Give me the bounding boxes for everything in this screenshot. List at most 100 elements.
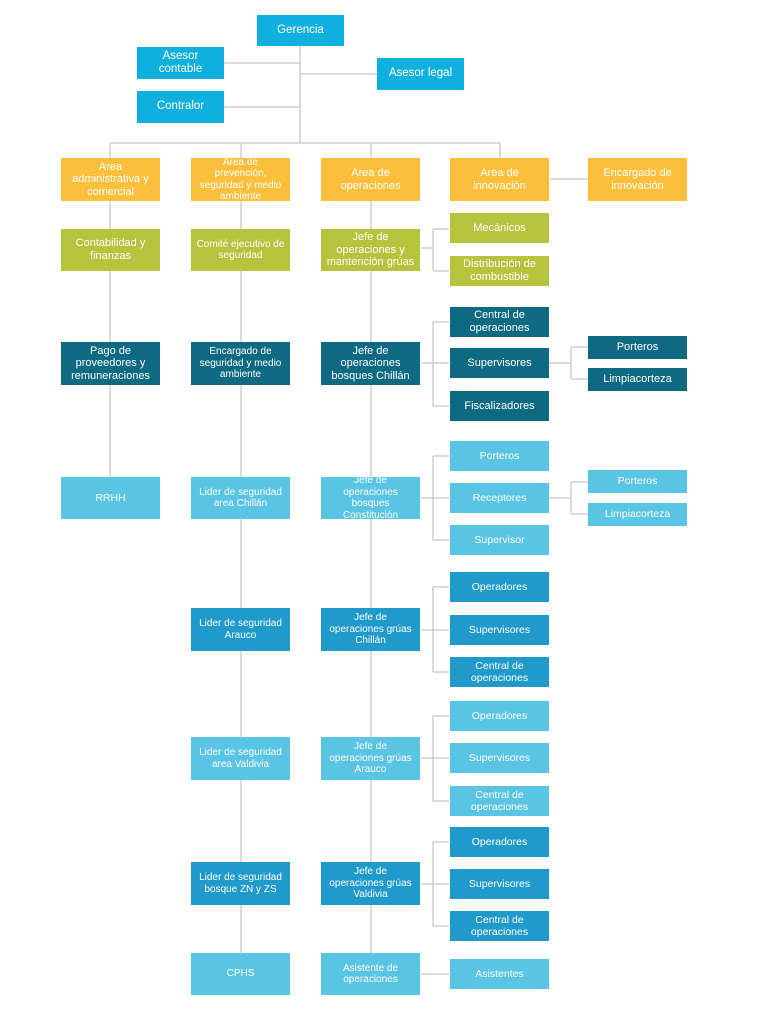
node-encargado-innovacion: Encargado de innovación [588,158,687,201]
node-comite-ejecutivo: Comité ejecutivo de seguridad [191,229,290,271]
node-jefe-bosques-chillan: Jefe de operaciones bosques Chillán [321,342,420,385]
node-label: Limpiacorteza [604,508,671,521]
node-central-operaciones-1: Central de operaciones [450,307,549,337]
node-area-administrativa: Area administrativa y comercial [61,158,160,201]
node-jefe-bosques-constitucion: Jefe de operaciones bosques Constitución [321,475,420,521]
node-label: Porteros [479,449,520,462]
connector-chillan-group [421,321,449,407]
connector-constitucion-group [421,455,449,541]
node-area-prevencion: Area de prevención, seguridad y medio am… [191,156,290,203]
node-operadores-3: Operadores [450,827,549,857]
node-label: Jefe de operaciones bosques Chillán [331,344,410,382]
node-label: Central de operaciones [469,309,530,334]
node-label: Jefe de operaciones grúas Chillán [329,612,412,647]
node-lider-chillan: Lider de seguridad area Chillán [191,477,290,519]
node-label: Porteros [617,475,658,488]
node-label: Operadores [471,709,528,722]
node-label: Area de prevención, seguridad y medio am… [199,156,282,203]
node-central-operaciones-3: Central de operaciones [450,786,549,816]
node-label: Contabilidad y finanzas [75,237,146,262]
node-rrhh: RRHH [61,477,160,519]
connector-receptores-group [549,481,588,515]
node-jefe-gruas-valdivia: Jefe de operaciones grúas Valdivia [321,862,420,905]
node-label: Central de operaciones [470,788,529,813]
node-supervisores-4: Supervisores [450,869,549,899]
node-label: Distribución de combustible [463,258,536,283]
node-gerencia: Gerencia [257,15,344,46]
node-contabilidad-finanzas: Contabilidad y finanzas [61,229,160,271]
node-porteros-1: Porteros [588,336,687,359]
node-receptores: Receptores [450,483,549,513]
node-area-operaciones: Area de operaciones [321,158,420,201]
node-label: Lider de seguridad Arauco [199,618,282,641]
node-operadores-1: Operadores [450,572,549,602]
node-label: Comité ejecutivo de seguridad [196,238,285,262]
node-mecanicos: Mecánicos [450,213,549,243]
node-jefe-gruas-chillan: Jefe de operaciones grúas Chillán [321,608,420,651]
node-encargado-seguridad: Encargado de seguridad y medio ambiente [191,342,290,385]
node-label: Mecánicos [473,221,526,234]
node-cphs: CPHS [191,953,290,995]
node-label: Operadores [471,835,528,848]
node-asistente-operaciones: Asistente de operaciones [321,953,420,995]
node-label: Asesor legal [388,67,453,80]
node-asesor-contable: Asesor contable [137,47,224,79]
node-label: Supervisores [467,356,532,369]
node-label: Contralor [156,100,205,113]
node-label: Supervisor [474,533,525,546]
node-jefe-gruas-arauco: Jefe de operaciones grúas Arauco [321,737,420,780]
node-label: Central de operaciones [470,659,529,684]
node-label: Lider de seguridad bosque ZN y ZS [199,872,282,895]
node-contralor: Contralor [137,91,224,123]
connector-gruas-valdivia-group [421,841,449,927]
node-central-operaciones-4: Central de operaciones [450,911,549,941]
node-supervisores-1: Supervisores [450,348,549,378]
node-label: Fiscalizadores [464,399,535,412]
node-lider-valdivia: Lider de seguridad area Valdivia [191,737,290,780]
node-label: Jefe de operaciones y mantención grúas [326,231,415,269]
connector-mantencion-group [421,228,449,272]
node-label: Asistentes [475,967,524,980]
node-label: RRHH [95,491,126,504]
node-label: CPHS [226,968,255,980]
node-label: Jefe de operaciones grúas Arauco [329,741,412,776]
node-asistentes: Asistentes [450,959,549,989]
node-label: Encargado de seguridad y medio ambiente [199,346,282,381]
node-label: Limpiacorteza [603,373,672,386]
node-label: Gerencia [277,23,324,36]
node-label: Area de operaciones [340,166,401,192]
node-jefe-mantencion-gruas: Jefe de operaciones y mantención grúas [321,229,420,271]
node-label: Lider de seguridad area Valdivia [199,747,282,770]
node-label: Lider de seguridad area Chillán [199,486,282,510]
node-porteros-2: Porteros [450,441,549,471]
node-label: Supervisores [468,751,531,764]
node-label: Encargado de innovación [603,166,672,192]
node-lider-zn-zs: Lider de seguridad bosque ZN y ZS [191,862,290,905]
node-limpiacorteza-2: Limpiacorteza [588,503,687,526]
node-label: Supervisores [468,623,531,636]
node-porteros-3: Porteros [588,470,687,493]
node-area-innovacion: Area de innovación [450,158,549,201]
node-supervisores-2: Supervisores [450,615,549,645]
node-central-operaciones-2: Central de operaciones [450,657,549,687]
connector-gruas-chillan-group [421,586,449,673]
node-lider-arauco: Lider de seguridad Arauco [191,608,290,651]
node-pago-proveedores: Pago de proveedores y remuneraciones [61,342,160,385]
node-label: Pago de proveedores y remuneraciones [71,344,150,382]
node-operadores-2: Operadores [450,701,549,731]
node-label: Receptores [472,491,527,504]
node-label: Jefe de operaciones grúas Valdivia [329,866,412,901]
node-label: Supervisores [468,877,531,890]
node-label: Area administrativa y comercial [72,160,149,198]
node-fiscalizadores: Fiscalizadores [450,391,549,421]
connector-supervisores-chillan-group [549,346,588,380]
node-label: Operadores [471,580,528,593]
node-label: Area de innovación [473,166,526,192]
node-label: Porteros [616,341,659,354]
node-limpiacorteza-1: Limpiacorteza [588,368,687,391]
node-label: Asistente de operaciones [342,962,399,986]
node-label: Jefe de operaciones bosques Constitución [342,475,399,521]
node-label: Central de operaciones [470,913,529,938]
node-label: Asesor contable [158,49,203,75]
connector-gruas-arauco-group [421,715,449,802]
